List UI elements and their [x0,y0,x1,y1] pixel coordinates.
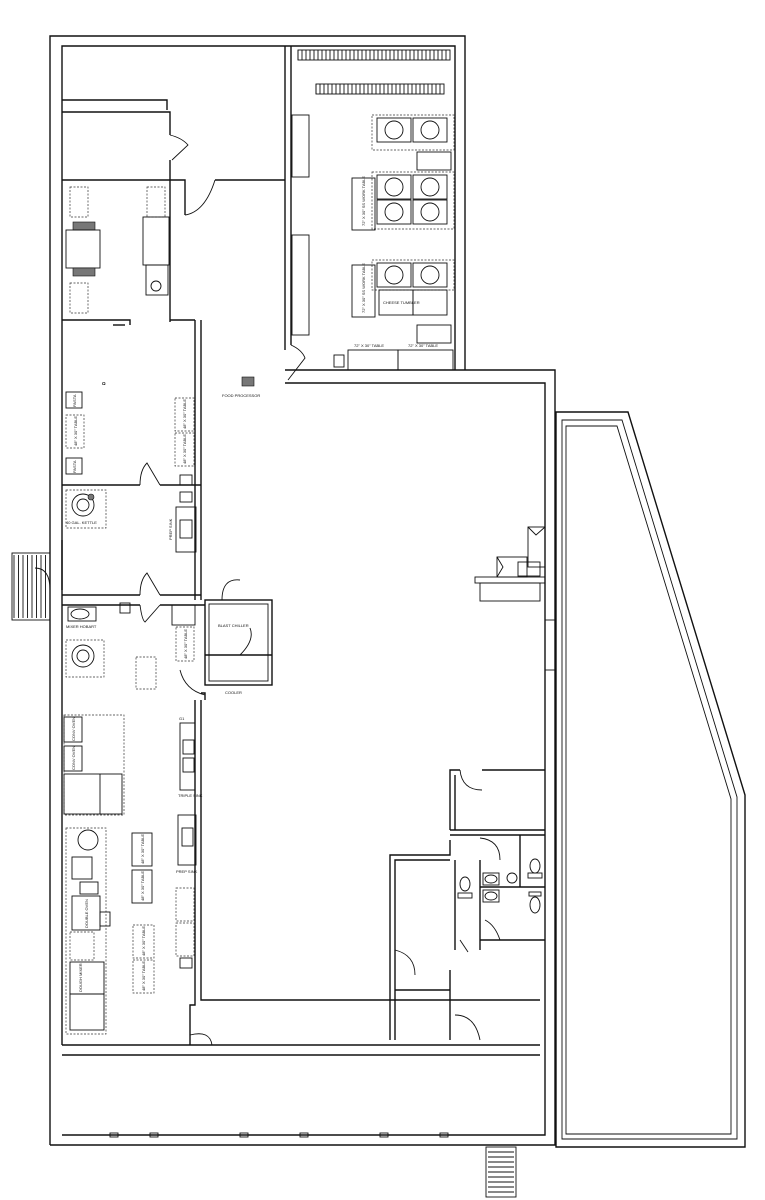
kitchen-walls [34,319,205,623]
windows [109,1132,449,1138]
mixing-bowl-icon [384,265,404,285]
food-processor-icon [241,376,255,387]
urinal-icon [506,872,518,884]
ss-work-table [351,264,376,318]
table-label: 48" X 30" TABLE [73,416,78,446]
kitchen-equipment: Ω PASTA 48" X 30" TABLE PASTA 48" X 30" … [63,186,260,1035]
exterior-walls [49,35,556,1146]
mixer-icon [67,606,97,622]
mixing-bowl-icon [384,177,404,197]
toilet-icon [527,858,543,879]
conv-oven-label: CONV OVEN [71,717,76,741]
mixing-bowl-icon [420,120,440,140]
cheese-tumbler-label: CHEESE TUMBLER [383,300,420,305]
pasta-label: PASTA [72,460,77,473]
mixer-station [376,117,412,143]
table-label: 72" X 30" TABLE [354,343,384,348]
deck-railing [555,411,746,1148]
mixing-bowl-icon [420,177,440,197]
mixing-bowl-icon [384,202,404,222]
left-stair [11,552,51,621]
ceiling-marker: Ω [102,381,106,386]
window [299,1132,309,1138]
cooler-label: COOLER [225,690,242,695]
double-oven-label: DOUBLE OVEN [84,899,89,928]
window [439,1132,449,1138]
mixer-station [412,199,448,225]
pasta-label: PASTA [72,394,77,407]
table-label: 72" X 30" TABLE [408,343,438,348]
table-label: 48" X 30" TABLE [141,961,146,991]
table-label: 48" X 30" TABLE [182,399,187,429]
mixing-bowl-icon [384,120,404,140]
equipment-zone [371,114,455,151]
conv-oven-label: CONV OVEN [71,746,76,770]
food-processor-label: FOOD PROCESSOR [222,393,260,398]
mixer-hobart-label: MIXER HOBART [66,624,97,629]
table-label: 48" X 30" TABLE [183,629,188,659]
ss-work-table-label: 72" X 30" SS WORK TABLE [361,263,366,313]
mixer-station [412,117,448,143]
triple-sink-label: TRIPLE SINK [178,793,203,798]
service-counter [474,526,546,602]
mixer-station [412,262,448,288]
kettle-label: 40 GAL. KETTLE [66,520,97,525]
prep-room-equipment: 72" X 30" SS WORK TABLE 72" X 30" SS WOR… [291,49,455,371]
table-label: 48" X 30" TABLE [140,834,145,864]
mixing-bowl-icon [420,202,440,222]
mixer-station [376,262,412,288]
toilet-icon [457,876,473,899]
blast-chiller-label: BLAST CHILLER [218,623,249,628]
table-label: 48" X 30" TABLE [141,926,146,956]
restroom-block [389,769,545,1041]
mixer-station [376,174,412,200]
window [109,1132,119,1138]
bottom-stair [485,1146,517,1198]
dough-mixer-label: DOUGH MIXER [78,963,83,992]
upper-rooms [62,46,306,381]
window [379,1132,389,1138]
kettle-icon [65,639,105,678]
kettle-icon [65,489,107,529]
prep-sink-label: PREP SINK [176,869,198,874]
mixing-bowl-icon [420,265,440,285]
toilet-icon [528,891,542,914]
walk-in-units [179,579,273,696]
ss-work-table [351,177,376,231]
window [149,1132,159,1138]
prep-sink-label: PREP SINK [168,518,173,540]
lower-kitchen-walls [189,692,540,1046]
g1-label: G1 [179,716,185,721]
ss-work-table-label: 72" X 30" SS WORK TABLE [361,176,366,226]
sink-icon [482,872,500,886]
mixer-station [376,199,412,225]
table-label: 48" X 30" TABLE [182,434,187,464]
mixer-station [412,174,448,200]
table-label: 48" X 30" TABLE [140,871,145,901]
sink-icon [482,889,500,903]
window [239,1132,249,1138]
equipment-zone [371,171,455,230]
